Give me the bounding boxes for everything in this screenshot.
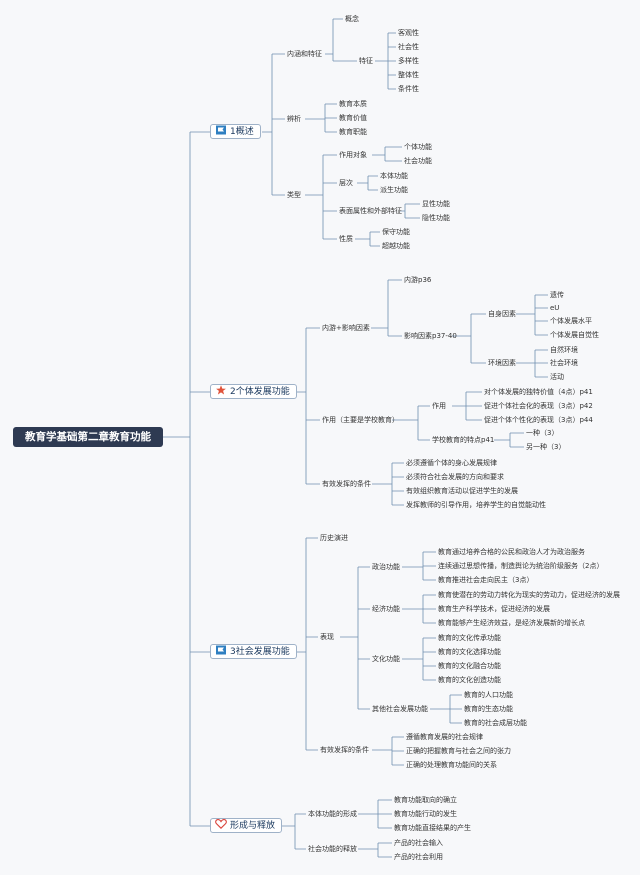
node[interactable]: 多样性 <box>398 57 419 65</box>
node[interactable]: 发挥教师的引导作用，培养学生的自觉能动性 <box>406 501 546 509</box>
branch-formation-release[interactable]: 形成与释放 <box>210 818 283 833</box>
node[interactable]: 自身因素 <box>488 310 516 318</box>
node[interactable]: 教育的人口功能 <box>464 691 513 699</box>
branch-label: 2个体发展功能 <box>230 387 290 397</box>
heart-icon <box>215 819 227 829</box>
node[interactable]: 性质 <box>339 235 353 243</box>
branch-individual-development[interactable]: 2个体发展功能 <box>210 384 297 399</box>
branch-social-development[interactable]: 3社会发展功能 <box>210 644 297 659</box>
node[interactable]: 社会环境 <box>550 359 578 367</box>
node[interactable]: 内游p36 <box>404 276 432 284</box>
node[interactable]: 作用对象 <box>339 151 367 159</box>
node[interactable]: 隐性功能 <box>422 214 450 222</box>
node[interactable]: 另一种（3） <box>526 443 566 451</box>
node[interactable]: 超越功能 <box>382 242 410 250</box>
root-node[interactable]: 教育学基础第二章教育功能 <box>13 427 163 447</box>
node[interactable]: 内涵和特征 <box>287 50 322 58</box>
node[interactable]: 活动 <box>550 373 564 381</box>
node[interactable]: 概念 <box>345 15 359 23</box>
node[interactable]: 客观性 <box>398 29 419 37</box>
node[interactable]: 本体功能 <box>380 172 408 180</box>
node[interactable]: 个体发展水平 <box>550 317 592 325</box>
node[interactable]: 作用 <box>432 402 446 410</box>
node[interactable]: 类型 <box>287 191 301 199</box>
node[interactable]: 文化功能 <box>372 655 400 663</box>
star-icon <box>216 385 226 395</box>
node[interactable]: 个体发展自觉性 <box>550 331 599 339</box>
node[interactable]: 遗传 <box>550 291 564 299</box>
branch-label: 3社会发展功能 <box>230 647 290 657</box>
node[interactable]: 特征 <box>359 57 373 65</box>
node[interactable]: 教育通过培养合格的公民和政治人才为政治服务 <box>438 548 585 556</box>
node[interactable]: 教育本质 <box>339 100 367 108</box>
node[interactable]: 教育的生态功能 <box>464 705 513 713</box>
node[interactable]: 有效发挥的条件 <box>320 746 369 754</box>
node[interactable]: 影响因素p37-40 <box>404 332 457 340</box>
node[interactable]: 一种（3） <box>526 429 559 437</box>
node[interactable]: 环境因素 <box>488 359 516 367</box>
branch-label: 1概述 <box>230 127 254 137</box>
node[interactable]: 教育生产科学技术，促进经济的发展 <box>438 605 550 613</box>
node[interactable]: 连续通过思想传播，制造舆论为统治阶级服务（2点） <box>438 562 604 570</box>
flag-icon <box>216 645 226 655</box>
node[interactable]: 政治功能 <box>372 563 400 571</box>
node[interactable]: 遵循教育发展的社会规律 <box>406 733 483 741</box>
node[interactable]: 教育功能取向的确立 <box>394 796 457 804</box>
node[interactable]: 整体性 <box>398 71 419 79</box>
node[interactable]: 教育使潜在的劳动力转化为现实的劳动力，促进经济的发展 <box>438 591 620 599</box>
node[interactable]: 正确的处理教育功能间的关系 <box>406 761 497 769</box>
node[interactable]: 辨析 <box>287 115 301 123</box>
node[interactable]: 必须遵循个体的身心发展规律 <box>406 459 497 467</box>
node[interactable]: 正确的把握教育与社会之间的张力 <box>406 747 511 755</box>
node[interactable]: 教育推进社会走向民主（3点） <box>438 576 534 584</box>
node[interactable]: 促进个体社会化的表现（3点）p42 <box>484 402 593 410</box>
node[interactable]: 促进个体个性化的表现（3点）p44 <box>484 416 593 424</box>
flag-icon <box>216 125 226 135</box>
node[interactable]: eU <box>550 304 560 312</box>
node[interactable]: 经济功能 <box>372 605 400 613</box>
node[interactable]: 有效发挥的条件 <box>322 480 371 488</box>
node[interactable]: 教育的社会成层功能 <box>464 719 527 727</box>
node[interactable]: 保守功能 <box>382 228 410 236</box>
node[interactable]: 对个体发展的独特价值（4点）p41 <box>484 388 593 396</box>
node[interactable]: 有效组织教育活动以促进学生的发展 <box>406 487 518 495</box>
branch-label: 形成与释放 <box>230 821 276 831</box>
node[interactable]: 教育的文化创造功能 <box>438 676 501 684</box>
node[interactable]: 必须符合社会发展的方向和要求 <box>406 473 504 481</box>
node[interactable]: 教育的文化选择功能 <box>438 648 501 656</box>
node[interactable]: 学校教育的特点p41 <box>432 436 495 444</box>
node[interactable]: 产品的社会利用 <box>394 853 443 861</box>
node[interactable]: 表现 <box>320 633 334 641</box>
node[interactable]: 个体功能 <box>404 143 432 151</box>
node[interactable]: 本体功能的形成 <box>308 810 357 818</box>
node[interactable]: 社会功能的释放 <box>308 845 357 853</box>
node[interactable]: 教育能够产生经济效益，是经济发展新的增长点 <box>438 619 585 627</box>
node[interactable]: 其他社会发展功能 <box>372 705 428 713</box>
branch-overview[interactable]: 1概述 <box>210 124 261 139</box>
node[interactable]: 显性功能 <box>422 200 450 208</box>
node[interactable]: 教育功能直接结果的产生 <box>394 824 471 832</box>
node[interactable]: 教育的文化传承功能 <box>438 634 501 642</box>
node[interactable]: 条件性 <box>398 85 419 93</box>
node[interactable]: 表面属性和外部特征 <box>339 207 402 215</box>
node[interactable]: 历史演进 <box>320 534 348 542</box>
node[interactable]: 社会性 <box>398 43 419 51</box>
node[interactable]: 自然环境 <box>550 346 578 354</box>
node[interactable]: 层次 <box>339 179 353 187</box>
node[interactable]: 教育功能行动的发生 <box>394 810 457 818</box>
node[interactable]: 作用（主要是学校教育） <box>322 416 399 424</box>
node[interactable]: 教育的文化融合功能 <box>438 662 501 670</box>
node[interactable]: 派生功能 <box>380 186 408 194</box>
node[interactable]: 教育价值 <box>339 114 367 122</box>
node[interactable]: 内游+影响因素 <box>322 324 370 332</box>
node[interactable]: 产品的社会输入 <box>394 839 443 847</box>
node[interactable]: 教育职能 <box>339 128 367 136</box>
node[interactable]: 社会功能 <box>404 157 432 165</box>
